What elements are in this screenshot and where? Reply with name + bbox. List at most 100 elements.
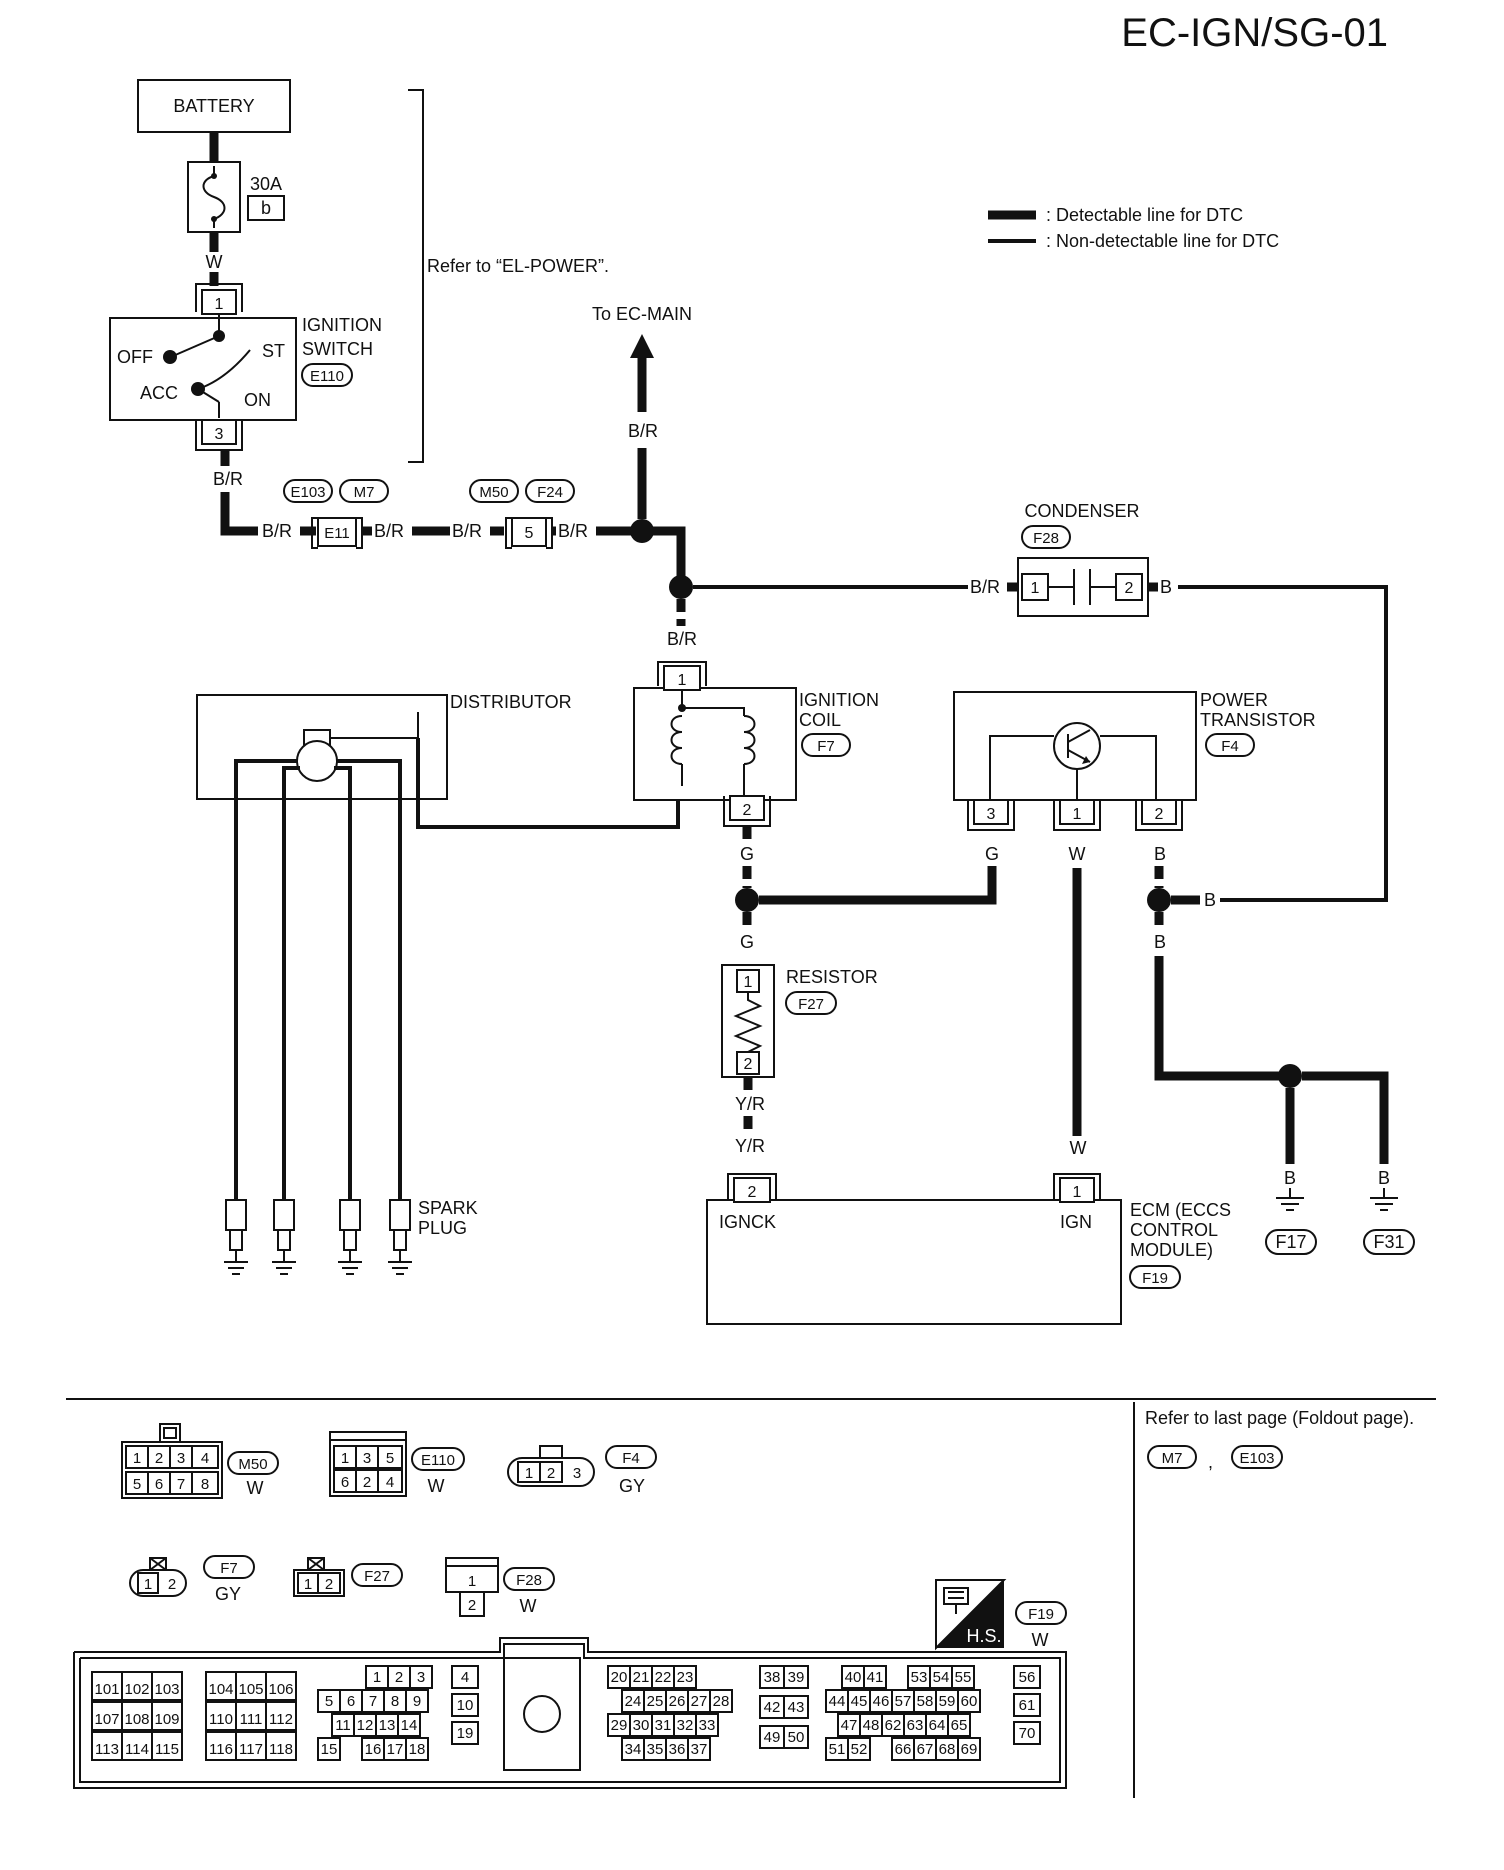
ground-f17: B F17: [1265, 1168, 1317, 1255]
ecm-ignck-label: IGNCK: [719, 1212, 776, 1232]
ecm-pin-cell: [317, 1737, 341, 1761]
svg-text:2: 2: [155, 1450, 163, 1467]
svg-text:3: 3: [363, 1450, 371, 1467]
ecm-pin-number: 3: [417, 1669, 425, 1686]
splice-node-2: [669, 575, 693, 599]
distributor: DISTRIBUTOR: [196, 692, 572, 800]
ecm-pin-number: 48: [863, 1717, 880, 1734]
ecm-pin-number: 46: [873, 1693, 890, 1710]
ecm-pin-cell: [951, 1665, 975, 1689]
ecm-pin-cell: [151, 1731, 183, 1761]
svg-text:F7: F7: [220, 1560, 238, 1577]
legend: : Detectable line for DTC : Non-detectab…: [988, 205, 1279, 251]
page-title: EC-IGN/SG-01: [1121, 11, 1388, 55]
ecm-pin-cell: [451, 1693, 479, 1717]
ecm-pin-number: 33: [699, 1717, 716, 1734]
svg-text:Y/R: Y/R: [735, 1136, 765, 1156]
ecm-pin-number: 118: [269, 1741, 293, 1758]
svg-text:B: B: [1204, 890, 1216, 910]
ecm-pin-number: 54: [933, 1669, 950, 1686]
ecm-pin-number: 68: [939, 1741, 956, 1758]
ecm-pin-number: 26: [669, 1693, 686, 1710]
svg-text:2: 2: [363, 1474, 371, 1491]
ecm-pin-cell: [673, 1665, 697, 1689]
ecm-pin-number: 66: [895, 1741, 912, 1758]
svg-text:W: W: [247, 1478, 264, 1498]
ecm-pin-number: 12: [357, 1717, 374, 1734]
svg-text:W: W: [428, 1476, 445, 1496]
ecm-pin-number: 58: [917, 1693, 934, 1710]
splice-node-5: [1278, 1064, 1302, 1088]
ecm-pin-number: 15: [321, 1741, 338, 1758]
ecm-pin-cell: [709, 1689, 733, 1713]
ecm-pin-cell: [783, 1725, 809, 1749]
ecm-pin-cell: [265, 1731, 297, 1761]
ecm-pin-number: 117: [239, 1741, 263, 1758]
ecm-pin-number: 25: [647, 1693, 664, 1710]
ecm-pin-cell: [151, 1701, 183, 1731]
ignition-coil-connector: F7: [817, 738, 835, 755]
ecm-pin-number: 103: [154, 1681, 179, 1698]
condenser-connector: F28: [1033, 530, 1059, 547]
svg-text:W: W: [1070, 1138, 1087, 1158]
ecm-pin-number: 14: [401, 1717, 418, 1734]
svg-text:1: 1: [304, 1576, 312, 1593]
ecm-pin-number: 44: [829, 1693, 846, 1710]
ecm-name-2: CONTROL: [1130, 1220, 1218, 1240]
ecm-pin-number: 5: [325, 1693, 333, 1710]
ecm-pin-number: 106: [268, 1681, 293, 1698]
fuse-rating: 30A: [250, 174, 282, 194]
svg-text:3: 3: [177, 1450, 185, 1467]
refer-foldout-label: Refer to last page (Foldout page).: [1145, 1408, 1414, 1428]
ecm-pin-number: 13: [379, 1717, 396, 1734]
hs-label: H.S.: [966, 1626, 1001, 1646]
ecm-pin-cell: [451, 1665, 479, 1689]
svg-text:B: B: [1154, 932, 1166, 952]
ecm-pin-number: 21: [633, 1669, 650, 1686]
svg-text:1: 1: [678, 672, 687, 689]
ecm-pin-cell: [265, 1701, 297, 1731]
power-transistor-connector: F4: [1221, 738, 1239, 755]
foldout-e103-tag: E103: [1239, 1450, 1274, 1467]
ecm-name-3: MODULE): [1130, 1240, 1213, 1260]
connector-view-m50: 1 2 3 4 5 6 7 8 M50 W: [121, 1423, 279, 1499]
ecm-pin-number: 36: [669, 1741, 686, 1758]
wire-color-w-1: W: [206, 252, 223, 272]
connector-m7-tag: M7: [354, 484, 375, 501]
svg-text:5: 5: [386, 1450, 394, 1467]
ecm-pin-number: 70: [1019, 1725, 1036, 1742]
connector-e11: E11: [324, 525, 350, 542]
spark-plug-wires: [234, 737, 402, 1200]
svg-text:1: 1: [1073, 1184, 1082, 1201]
svg-text:,: ,: [1208, 1452, 1213, 1472]
connector-view-e110: 1 3 5 6 2 4 E110 W: [329, 1431, 465, 1497]
ecm-pin-cell: [397, 1713, 421, 1737]
ecm-pin-number: 112: [269, 1711, 293, 1728]
switch-on-label: ON: [244, 390, 271, 410]
svg-text:1: 1: [1073, 806, 1082, 823]
condenser: CONDENSER F28 1 2: [1017, 501, 1149, 617]
svg-text:F28: F28: [516, 1572, 542, 1589]
ecm-pin-cell: [91, 1671, 123, 1701]
ignition-switch: 1 OFF ACC ON ST 3 IGNITION SWITCH E110: [109, 283, 382, 451]
ecm-pin-number: 50: [788, 1729, 805, 1746]
ecm-pin-number: 20: [611, 1669, 628, 1686]
ecm-name-1: ECM (ECCS: [1130, 1200, 1231, 1220]
ecm-pin-number: 41: [867, 1669, 884, 1686]
ecm-pin-number: 51: [829, 1741, 846, 1758]
connector-e103-tag: E103: [290, 484, 325, 501]
ecm-pin-number: 105: [238, 1681, 263, 1698]
spark-plug-name-1: SPARK: [418, 1198, 478, 1218]
svg-text:1: 1: [144, 1576, 152, 1593]
ignition-coil-name-2: COIL: [799, 710, 841, 730]
spark-plug-icon: [388, 1199, 412, 1275]
ecm-pin-number: 61: [1019, 1697, 1036, 1714]
ecm-pin-cell: [405, 1737, 429, 1761]
ecm-pin-number: 42: [764, 1699, 781, 1716]
ecm-pin-number: 102: [124, 1681, 149, 1698]
ecm-pin-cell: [235, 1731, 267, 1761]
spark-plug-icon: [224, 1199, 248, 1275]
svg-text:3: 3: [987, 806, 996, 823]
ecm-pin-number: 30: [633, 1717, 650, 1734]
ecm-pin-cell: [121, 1671, 153, 1701]
